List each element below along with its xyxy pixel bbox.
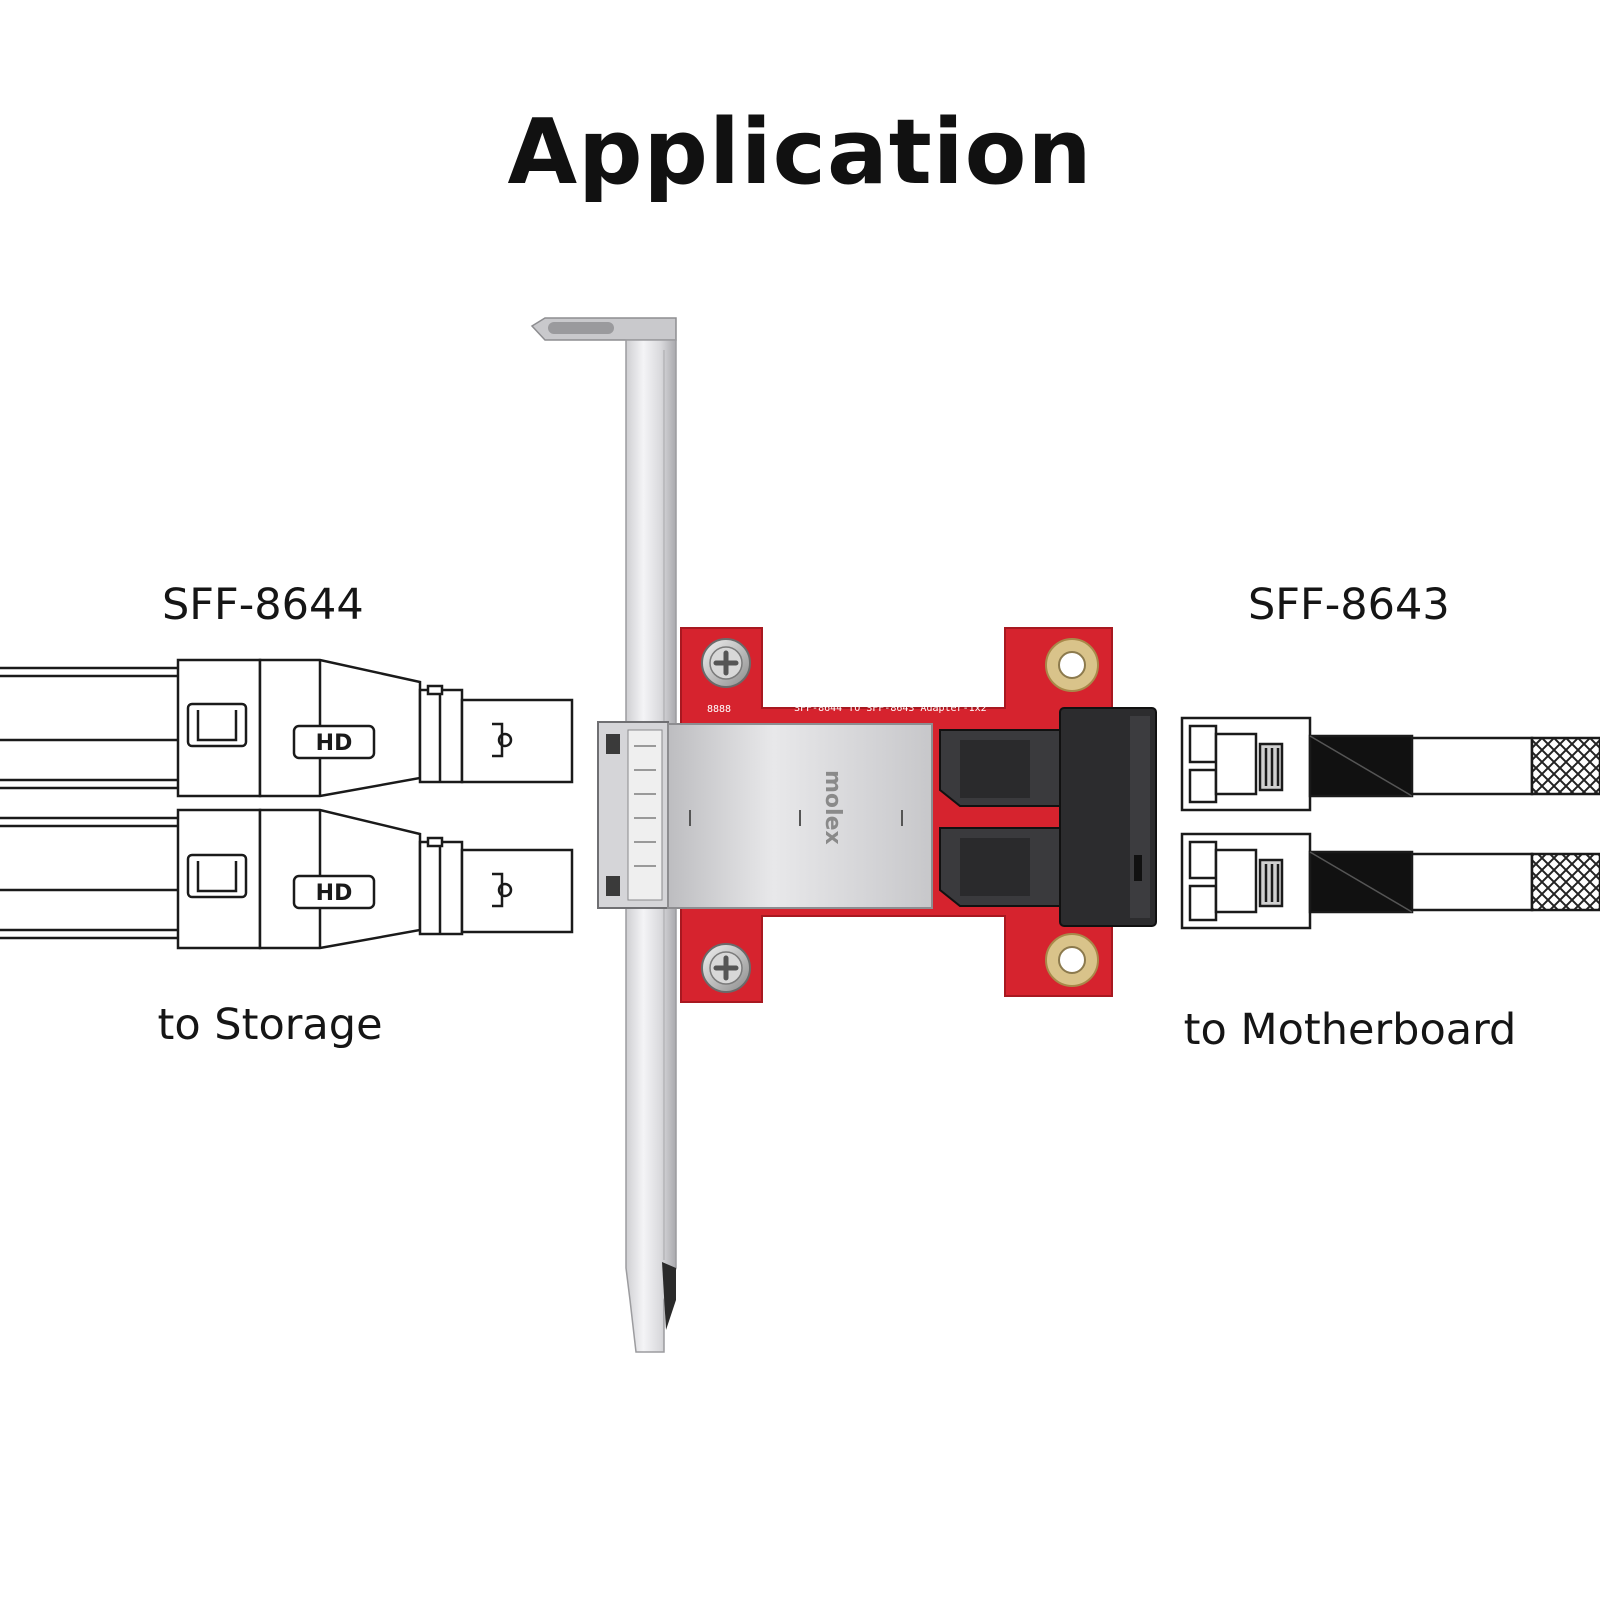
sff-8644-plug-top (0, 658, 574, 798)
to-storage-label: to Storage (157, 1000, 383, 1050)
molex-brand: molex (820, 770, 845, 845)
sff-8644-cage: molex (597, 721, 933, 909)
sff-8644-label: SFF-8644 (162, 580, 364, 630)
screw-bottom-left (701, 943, 751, 993)
to-motherboard-label: to Motherboard (1183, 1005, 1517, 1055)
sff-8643-receptacles (939, 707, 1157, 927)
pcb-serial: 8888 (707, 704, 731, 715)
screw-top-left (701, 638, 751, 688)
sff-8643-plug-bottom (1180, 832, 1600, 930)
page-title: Application (507, 100, 1093, 205)
sff-8643-label: SFF-8643 (1248, 580, 1450, 630)
hd-badge-text-bottom: HD (316, 881, 353, 906)
mount-hole-bottom-right (1045, 933, 1099, 987)
sff-8644-plug-bottom (0, 808, 574, 950)
mount-hole-top-right (1045, 638, 1099, 692)
pcb-silkscreen: SFF-8644 TO SFF-8643 Adapter-1x2 (794, 703, 987, 714)
hd-badge-text-top: HD (316, 731, 353, 756)
sff-8643-plug-top (1180, 716, 1600, 812)
